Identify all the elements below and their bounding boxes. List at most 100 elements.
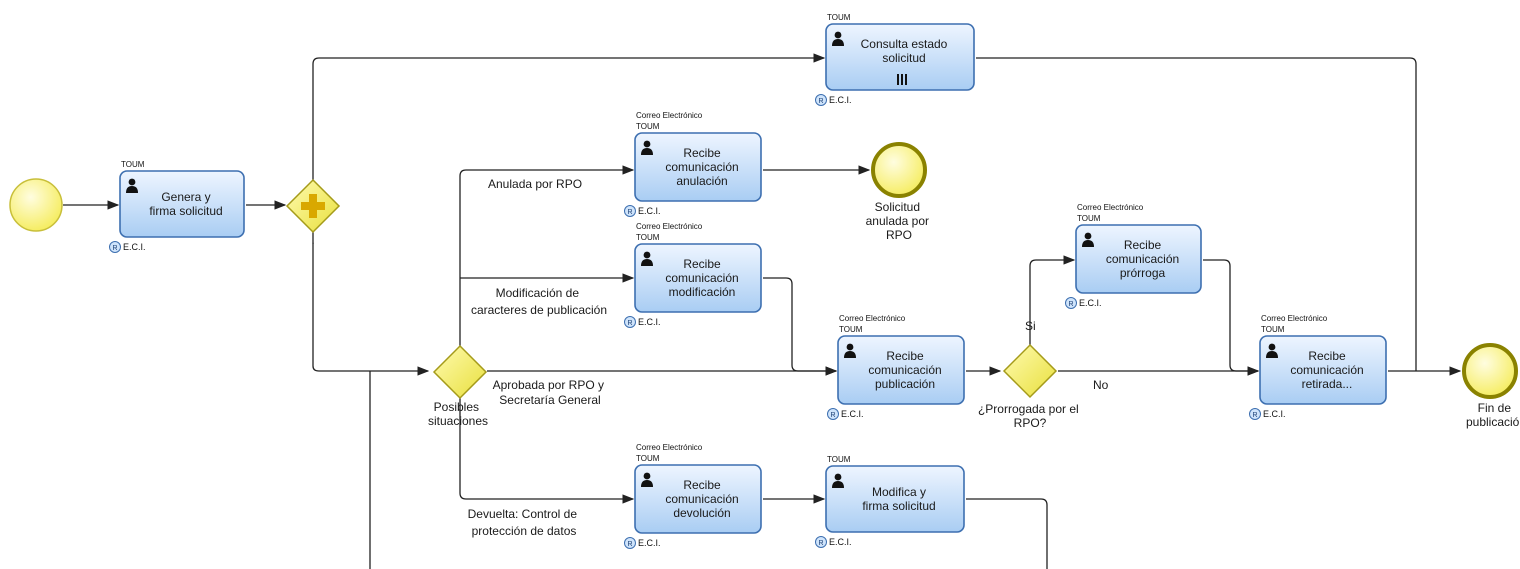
- task-performer-label: TOUM: [827, 455, 851, 464]
- end-event-publicacion[interactable]: Fin de publicación: [1462, 343, 1520, 429]
- task-performer-label: TOUM: [827, 13, 851, 22]
- gateway-prorrogada[interactable]: ¿Prorrogada por el RPO?: [978, 343, 1082, 430]
- flow-label-anulada: Anulada por RPO: [488, 177, 582, 191]
- task-resource-label: E.C.I.: [638, 317, 661, 327]
- task-label-line: publicación: [875, 377, 935, 391]
- task-box: [634, 132, 762, 202]
- end-anulada-line: anulada por: [866, 214, 929, 228]
- task-label-line: Recibe: [683, 257, 721, 271]
- gateway-posibles-line: situaciones: [428, 414, 488, 428]
- task-performer-label: TOUM: [636, 454, 660, 463]
- task-label-line: Modifica y: [872, 485, 926, 499]
- user-icon: [832, 473, 844, 488]
- flow-label-no: No: [1093, 378, 1109, 392]
- task-channel-label: Correo Electrónico: [636, 111, 703, 120]
- user-icon: [832, 31, 844, 46]
- task-label-line: comunicación: [665, 160, 738, 174]
- resource-icon: R: [1249, 408, 1261, 420]
- multi-instance-icon: [897, 74, 907, 85]
- resource-icon: R: [827, 408, 839, 420]
- task-label-line: Recibe: [683, 478, 721, 492]
- task-resource-label: E.C.I.: [829, 95, 852, 105]
- flow-label-aprobada: Aprobada por RPO y: [493, 378, 604, 392]
- resource-icon: R: [624, 537, 636, 549]
- flow-parallel-to-posibles: [312, 232, 430, 376]
- user-icon: [1082, 232, 1094, 247]
- user-icon: [1266, 343, 1278, 358]
- svg-text:R: R: [1068, 301, 1073, 308]
- task-channel-label: Correo Electrónico: [636, 222, 703, 231]
- flow-label-modificacion: caracteres de publicación: [471, 303, 607, 317]
- svg-text:Posibles situaciones: Posibles situaciones: [428, 400, 488, 428]
- svg-text:Solicitud anulada por: Solicitud anulada por RPO: [866, 200, 933, 242]
- task-label-line: comunicación: [665, 271, 738, 285]
- task-label-line: firma solicitud: [149, 204, 222, 218]
- task-resource-label: E.C.I.: [123, 242, 146, 252]
- flow-label-si: Si: [1025, 319, 1036, 333]
- resource-icon: R: [109, 241, 121, 253]
- task-performer-label: TOUM: [839, 325, 863, 334]
- task-box: [1259, 335, 1387, 405]
- task-resource-label: E.C.I.: [1079, 298, 1102, 308]
- task-box: [634, 464, 762, 534]
- svg-text:R: R: [818, 540, 823, 547]
- task-label-line: comunicación: [868, 363, 941, 377]
- flow-prorroga-to-retirada: [1203, 259, 1260, 376]
- user-icon: [641, 140, 653, 155]
- task-box: [837, 335, 965, 405]
- svg-text:R: R: [818, 98, 823, 105]
- flow-posibles-to-anulacion: [459, 165, 635, 346]
- task-resource-label: E.C.I.: [638, 538, 661, 548]
- flow-modificacion-to-publicacion: [763, 277, 838, 376]
- task-label-line: comunicación: [1290, 363, 1363, 377]
- user-icon: [844, 343, 856, 358]
- task-label-line: Consulta estado: [861, 37, 948, 51]
- task-label-line: retirada...: [1302, 377, 1353, 391]
- task-label-line: comunicación: [665, 492, 738, 506]
- svg-text:Devuelta: Control de pro: Devuelta: Control de protección de datos: [468, 507, 581, 538]
- end-anulada-line: Solicitud: [875, 200, 920, 214]
- task-box: [825, 23, 975, 91]
- flow-modifica-to-loop: [966, 498, 1048, 569]
- start-event[interactable]: [9, 178, 63, 232]
- task-channel-label: Correo Electrónico: [1261, 314, 1328, 323]
- task-box: [119, 170, 245, 238]
- user-icon: [641, 472, 653, 487]
- task-label-line: Genera y: [161, 190, 210, 204]
- task-label-line: solicitud: [882, 51, 925, 65]
- svg-text:Fin de publicación: Fin de publicación: [1466, 401, 1520, 429]
- end-event-anulada[interactable]: Solicitud anulada por RPO: [866, 142, 933, 242]
- parallel-gateway[interactable]: .: [285, 178, 341, 247]
- resource-icon: R: [624, 205, 636, 217]
- task-label-line: Recibe: [1124, 238, 1162, 252]
- task-channel-label: Correo Electrónico: [636, 443, 703, 452]
- svg-text:R: R: [1252, 412, 1257, 419]
- resource-icon: R: [1065, 297, 1077, 309]
- flow-label-aprobada: Secretaría General: [499, 393, 600, 407]
- task-label-line: modificación: [669, 285, 736, 299]
- gateway-posibles-situaciones[interactable]: Posibles situaciones: [428, 344, 488, 428]
- task-performer-label: TOUM: [636, 122, 660, 131]
- task-resource-label: E.C.I.: [1263, 409, 1286, 419]
- svg-text:¿Prorrogada por el RPO?: ¿Prorrogada por el RPO?: [978, 402, 1082, 430]
- user-icon: [641, 251, 653, 266]
- task-label-line: devolución: [673, 506, 730, 520]
